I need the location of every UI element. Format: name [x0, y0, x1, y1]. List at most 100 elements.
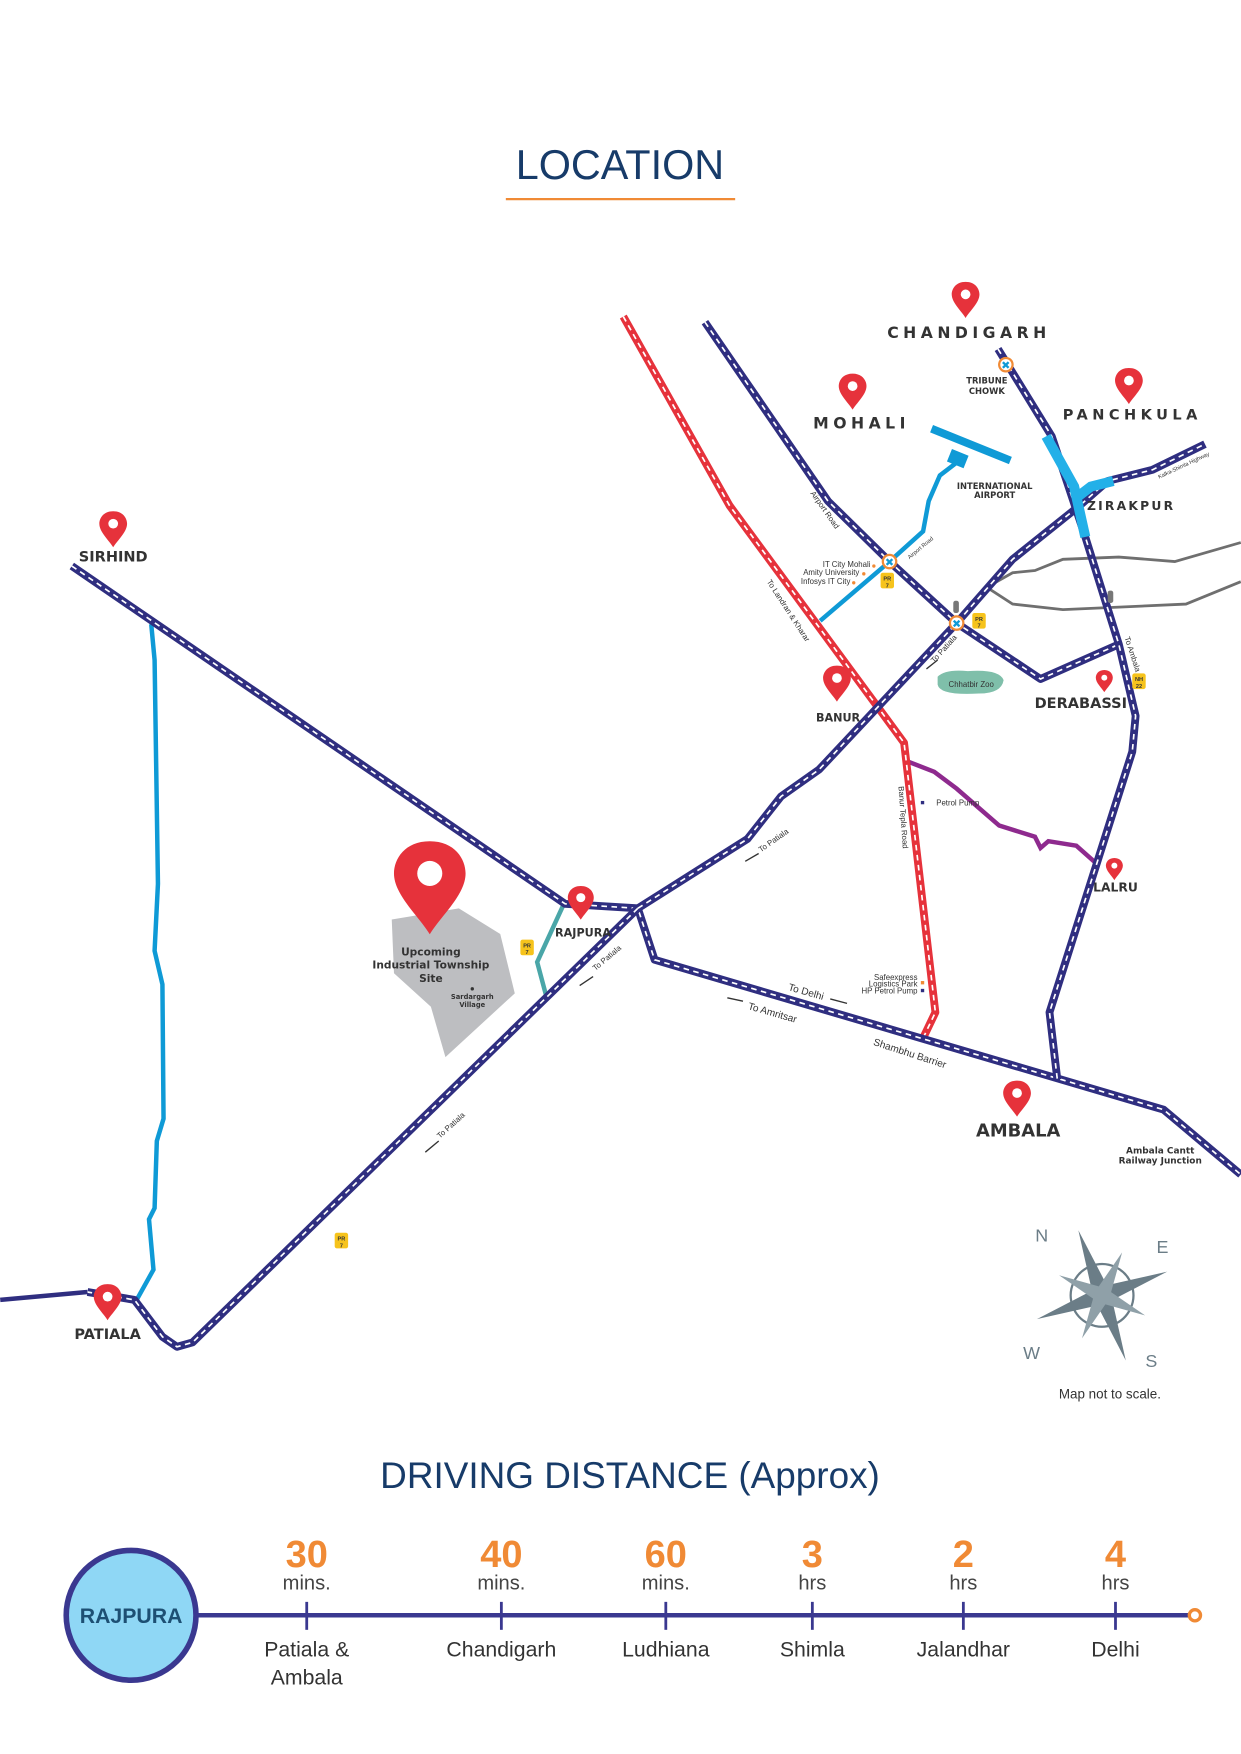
svg-text:AIRPORT: AIRPORT	[974, 490, 1015, 500]
distance-unit: hrs	[949, 1573, 977, 1595]
distance-value: 4	[1105, 1534, 1126, 1576]
svg-text:Infosys IT City: Infosys IT City	[801, 577, 851, 586]
distance-title: DRIVING DISTANCE (Approx)	[380, 1455, 880, 1496]
label-lalru: LALRU	[1093, 881, 1138, 895]
svg-text:PR: PR	[523, 943, 531, 949]
pr7-badge: PR7	[334, 1232, 349, 1249]
minor-roads	[986, 541, 1241, 612]
svg-text:Railway Junction: Railway Junction	[1119, 1156, 1202, 1166]
svg-text:Amity University: Amity University	[803, 568, 859, 577]
destination-name: Ludhiana	[622, 1638, 710, 1662]
svg-text:To Patiala: To Patiala	[435, 1110, 467, 1140]
pin-sirhind-icon	[99, 511, 128, 548]
svg-text:CHOWK: CHOWK	[969, 386, 1006, 396]
destination-name: Shimla	[780, 1638, 845, 1662]
distance-value: 60	[645, 1534, 687, 1576]
destination-name: Patiala &	[264, 1638, 349, 1662]
direction-arrows	[424, 659, 939, 1153]
compass-icon	[1036, 1230, 1168, 1361]
svg-text:Banur Tepla Road: Banur Tepla Road	[896, 786, 909, 849]
page-title: LOCATION	[516, 142, 724, 188]
svg-text:PR: PR	[883, 577, 891, 583]
label-banur: BANUR	[816, 712, 861, 725]
svg-text:NH: NH	[1135, 677, 1143, 683]
label-sirhind: SIRHIND	[79, 550, 148, 566]
label-derabassi: DERABASSI	[1035, 696, 1127, 712]
pr7-badge: PR7	[520, 939, 534, 956]
junction-icon: ✖	[948, 615, 965, 631]
junction-icon: ✖	[998, 356, 1014, 373]
svg-text:PR: PR	[975, 617, 983, 623]
airport-road	[818, 459, 961, 623]
pr7-badge: PR7	[972, 613, 986, 630]
timeline-end-icon	[1187, 1608, 1203, 1623]
highways	[0, 319, 1241, 1351]
junction-icon: ✖	[881, 553, 898, 570]
svg-text:22: 22	[1136, 684, 1142, 690]
svg-text:PR: PR	[338, 1237, 346, 1243]
city-labels: CHANDIGARH MOHALI PANCHKULA ZIRAKPUR SIR…	[74, 323, 1202, 1343]
pin-ambala-icon	[1003, 1080, 1031, 1117]
pin-mohali-icon	[838, 373, 867, 410]
svg-text:Village: Village	[459, 1001, 485, 1009]
destination-name: Chandigarh	[446, 1638, 556, 1662]
pin-lalru-icon	[1105, 857, 1123, 881]
svg-text:IT City Mohali: IT City Mohali	[823, 560, 871, 569]
landmark-labels: TRIBUNE CHOWK INTERNATIONAL AIRPORT Amba…	[372, 376, 1201, 1167]
svg-text:Site: Site	[419, 972, 443, 985]
pin-rajpura-icon	[567, 885, 594, 920]
svg-text:To Patiala: To Patiala	[757, 827, 791, 854]
poi-markers	[852, 564, 925, 993]
svg-text:✖: ✖	[885, 557, 894, 569]
distance-value: 30	[286, 1534, 328, 1576]
traffic-light-icon	[953, 590, 1114, 614]
airport-icon	[930, 425, 1012, 469]
pin-patiala-icon	[93, 1284, 122, 1321]
pr7-badge: PR7	[880, 572, 895, 589]
svg-text:Ambala Cantt: Ambala Cantt	[1126, 1146, 1195, 1156]
svg-text:✖: ✖	[1001, 360, 1010, 372]
zoo-area: Chhatbir Zoo	[937, 670, 1004, 694]
label-ambala: AMBALA	[976, 1121, 1060, 1142]
distance-value: 40	[480, 1534, 522, 1576]
pin-chandigarh-icon	[951, 281, 980, 318]
township-site-area	[391, 908, 515, 1058]
label-mohali: MOHALI	[813, 413, 910, 432]
svg-text:E: E	[1157, 1237, 1169, 1257]
distance-unit: mins.	[477, 1573, 525, 1595]
distance-value: 3	[802, 1534, 823, 1576]
scale-note: Map not to scale.	[1059, 1386, 1161, 1401]
label-chandigarh: CHANDIGARH	[887, 323, 1051, 342]
svg-text:HP Petrol Pump: HP Petrol Pump	[862, 986, 919, 995]
distance-value: 2	[953, 1534, 974, 1576]
distance-unit: mins.	[642, 1573, 690, 1595]
distance-unit: hrs	[798, 1573, 826, 1595]
svg-text:S: S	[1145, 1351, 1157, 1371]
destination-name-line2: Ambala	[271, 1666, 343, 1690]
svg-text:7: 7	[340, 1243, 343, 1249]
distance-unit: hrs	[1102, 1573, 1130, 1595]
zirakpur-flyover	[1041, 433, 1115, 539]
label-zirakpur: ZIRAKPUR	[1087, 499, 1175, 513]
svg-text:To Amritsar: To Amritsar	[747, 1001, 799, 1026]
svg-text:Upcoming: Upcoming	[401, 945, 461, 958]
svg-text:RAJPURA: RAJPURA	[80, 1604, 183, 1628]
label-panchkula: PANCHKULA	[1063, 407, 1202, 423]
svg-text:7: 7	[886, 583, 889, 589]
svg-text:INTERNATIONAL: INTERNATIONAL	[957, 481, 1033, 491]
svg-text:7: 7	[977, 624, 980, 630]
label-rajpura: RAJPURA	[555, 926, 611, 939]
svg-text:N: N	[1035, 1226, 1048, 1246]
svg-text:Safeexpress: Safeexpress	[874, 973, 918, 982]
svg-text:Sardargarh: Sardargarh	[451, 993, 494, 1001]
landran-kharar-road	[619, 314, 940, 1040]
pr7-link-road	[534, 905, 565, 997]
lalru-link-road	[907, 759, 1098, 866]
compass-labels: N E S W	[1023, 1226, 1168, 1371]
svg-text:TRIBUNE: TRIBUNE	[966, 376, 1007, 386]
